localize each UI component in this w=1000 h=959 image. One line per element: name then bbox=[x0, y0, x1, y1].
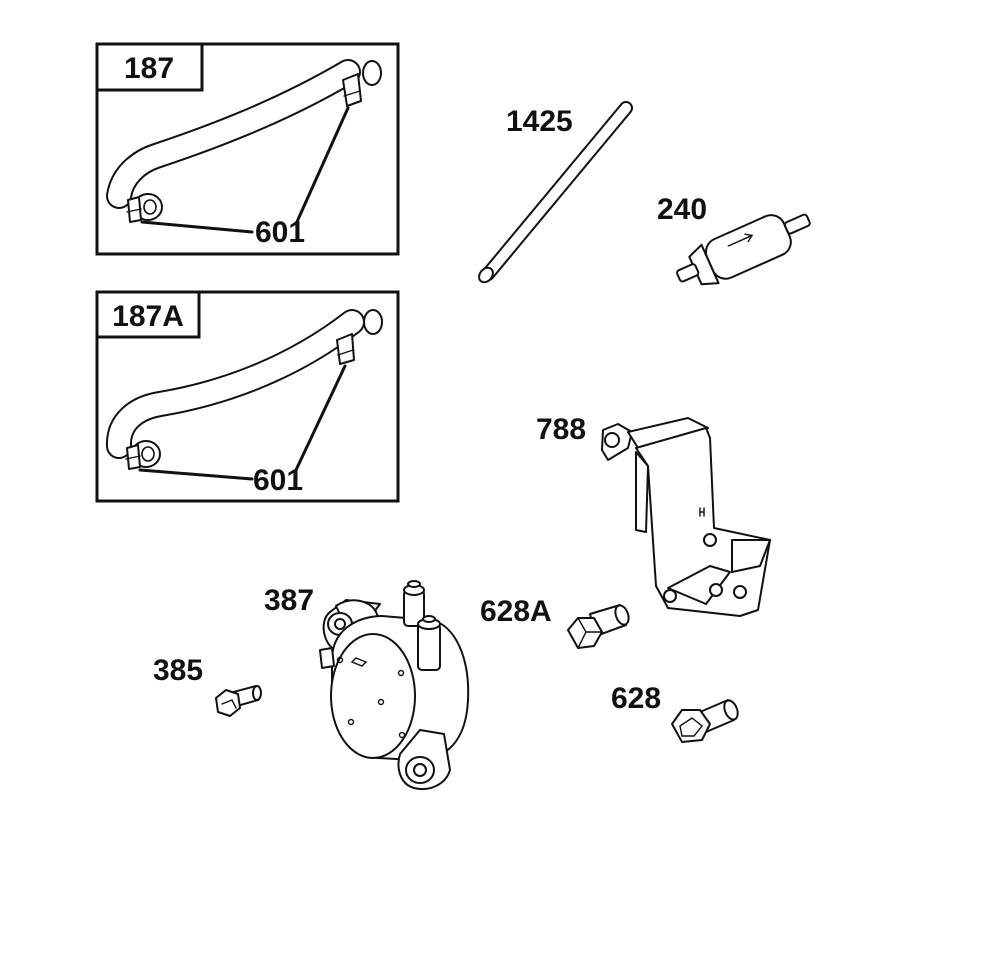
fuel-line-1425-label: 1425 bbox=[506, 105, 573, 138]
bracket-788-label: 788 bbox=[536, 413, 586, 446]
clamp-601-leader-a bbox=[140, 220, 254, 234]
bracket-788[interactable]: 788 bbox=[536, 413, 771, 617]
clamp-601-leader-c bbox=[138, 468, 254, 481]
clamp-601-label-a: 601 bbox=[255, 216, 305, 249]
screw-628a[interactable]: 628A bbox=[480, 595, 631, 649]
clamp-601-leader-d bbox=[294, 364, 347, 472]
screw-628[interactable]: 628 bbox=[611, 682, 740, 743]
hose-kit-187a-label: 187A bbox=[112, 300, 184, 333]
hose-kit-187a-tab bbox=[95, 290, 201, 339]
screw-385-label: 385 bbox=[153, 654, 203, 687]
hose-kit-187-panel[interactable]: 187 601 bbox=[95, 42, 400, 256]
fuel-line-1425[interactable]: 1425 bbox=[476, 101, 633, 285]
fuel-pump-387-label: 387 bbox=[264, 584, 314, 617]
clamp-601-label-b: 601 bbox=[253, 464, 303, 497]
clamp-601-leader-b bbox=[294, 106, 350, 226]
screw-385[interactable]: 385 bbox=[153, 654, 262, 717]
screw-628a-label: 628A bbox=[480, 595, 552, 628]
hose-kit-187a-panel[interactable]: 187A 601 bbox=[95, 290, 400, 503]
fuel-filter-240[interactable]: 240 bbox=[657, 193, 817, 297]
hose-kit-187-label: 187 bbox=[124, 52, 174, 85]
screw-628-label: 628 bbox=[611, 682, 661, 715]
hose-187-drawing bbox=[106, 59, 382, 223]
hose-187a-drawing bbox=[106, 309, 383, 470]
fuel-filter-240-label: 240 bbox=[657, 193, 707, 226]
hose-kit-187-tab bbox=[95, 42, 204, 92]
fuel-pump-387[interactable]: 387 bbox=[264, 580, 470, 790]
